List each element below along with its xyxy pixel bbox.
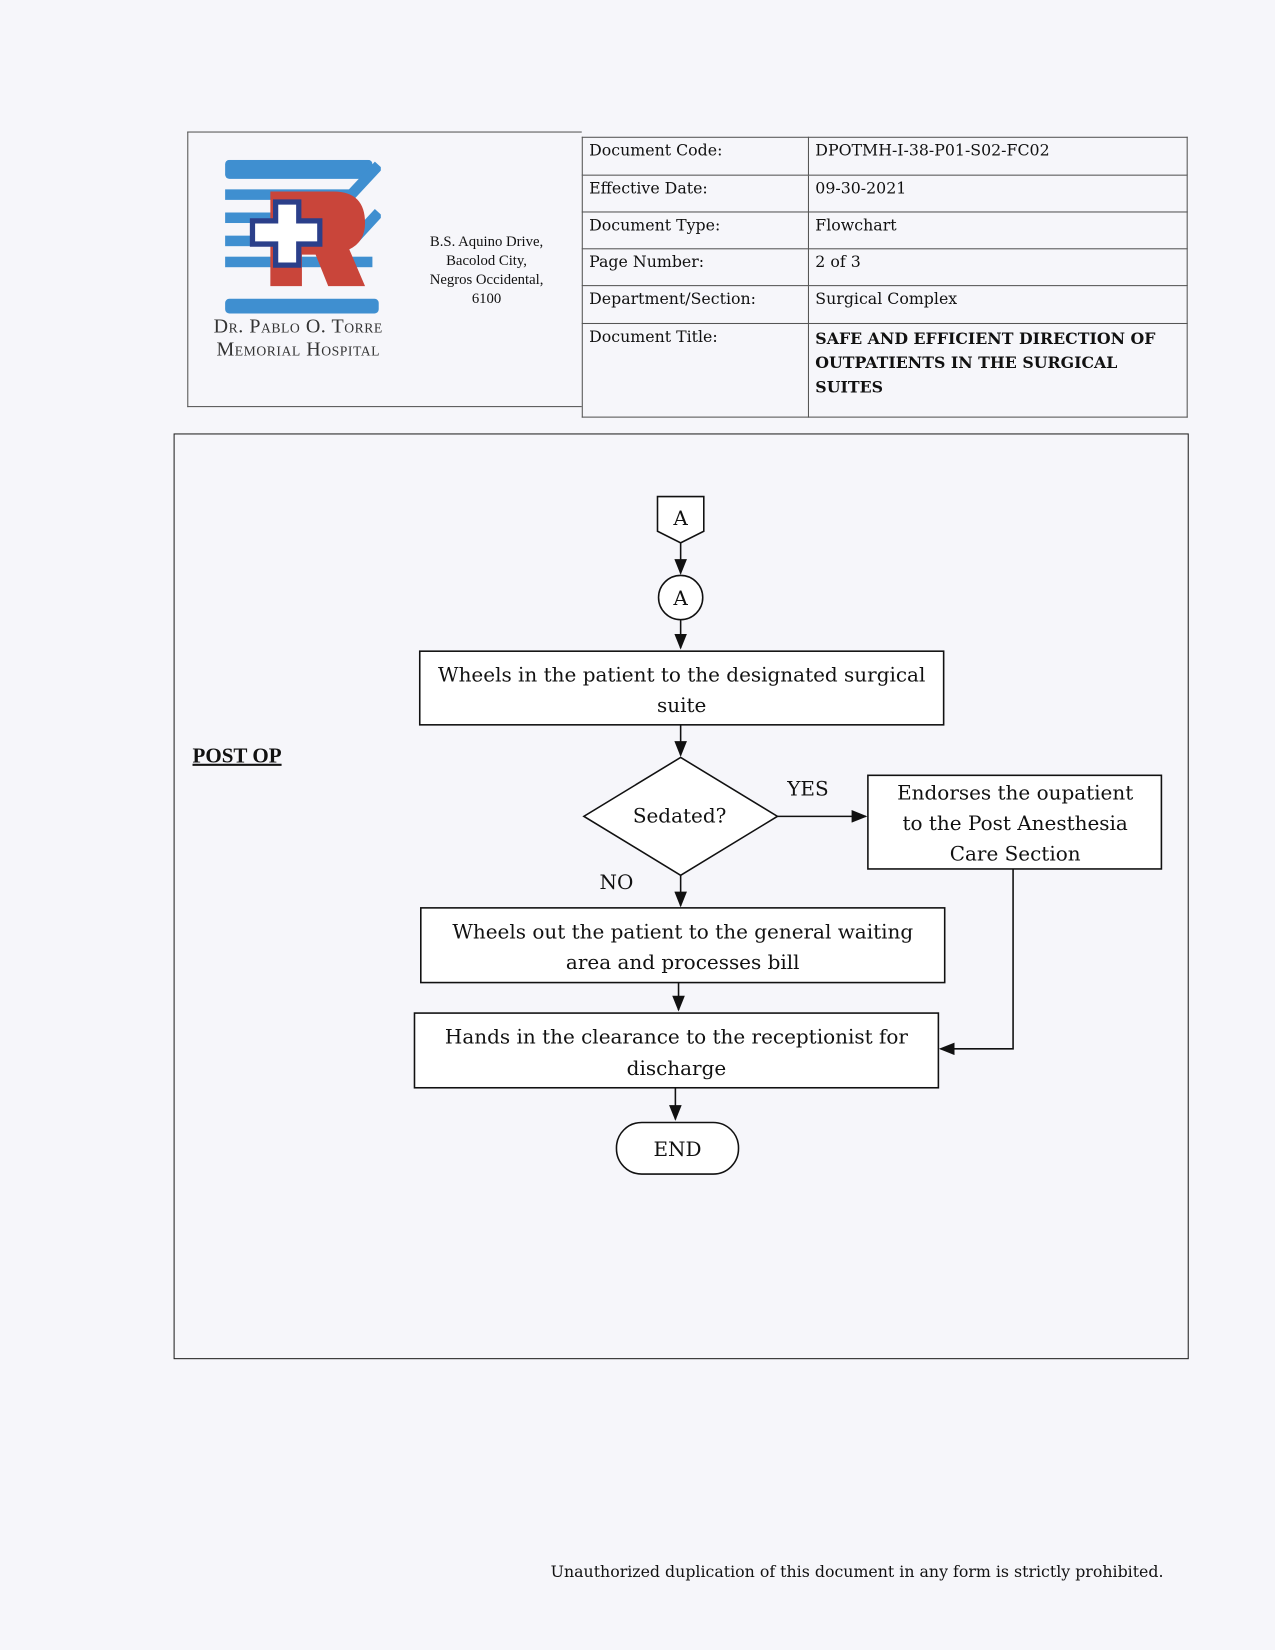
meta-row: Document Title:SAFE AND EFFICIENT DIRECT… [581,322,1188,418]
decision-text: Sedated? [633,804,727,828]
step-text: discharge [627,1056,727,1080]
meta-row: Department/Section:Surgical Complex [581,285,1188,325]
address-line: Negros Occidental, [429,272,544,289]
meta-row: Page Number:2 of 3 [581,248,1188,287]
meta-row: Document Code:DPOTMH-I-38-P01-S02-FC02 [581,136,1188,176]
process-box [420,907,946,984]
offpage-connector-shape [656,495,705,544]
meta-label: Document Type: [581,211,809,250]
hospital-logo [225,159,381,314]
yes-label: YES [786,776,828,800]
meta-value: 09-30-2021 [807,174,1188,213]
meta-row: Document Type:Flowchart [581,211,1188,250]
header-logo-box [187,131,582,408]
process-box [867,774,1163,870]
flowchart-frame [173,433,1189,1360]
step-text: Hands in the clearance to the receptioni… [445,1025,908,1049]
hospital-name: Dr. Pablo O. Torre Memorial Hospital [196,316,401,362]
end-label: END [653,1137,701,1161]
meta-label: Effective Date: [581,174,809,213]
hospital-address: B.S. Aquino Drive, Bacolod City, Negros … [416,234,558,310]
terminator-shape [615,1121,740,1175]
section-label: POST OP [192,744,282,768]
address-line: 6100 [471,291,502,308]
arrow-merge [938,868,1014,1056]
address-line: B.S. Aquino Drive, [429,234,544,251]
no-label: NO [600,870,634,894]
onpage-connector-label: A [672,586,688,610]
step-text: Wheels out the patient to the general wa… [452,919,913,943]
offpage-connector-label: A [672,506,688,530]
meta-row: Effective Date:09-30-2021 [581,174,1188,213]
hospital-name-line: Memorial Hospital [216,338,381,361]
step-text: to the Post Anesthesia [903,811,1128,835]
step-text: Endorses the oupatient [897,781,1133,805]
meta-value: Flowchart [807,211,1188,250]
meta-label: Department/Section: [581,285,809,325]
document-title: SAFE AND EFFICIENT DIRECTION OF OUTPATIE… [807,322,1188,418]
meta-label: Document Title: [581,322,809,418]
footer-notice: Unauthorized duplication of this documen… [550,1562,1164,1582]
process-box [413,1012,940,1089]
meta-value: Surgical Complex [807,285,1188,325]
step-text: area and processes bill [566,950,800,974]
step-text: Wheels in the patient to the designated … [438,663,925,687]
meta-label: Document Code: [581,136,809,176]
meta-label: Page Number: [581,248,809,287]
step-text: Care Section [950,842,1081,866]
meta-value: 2 of 3 [807,248,1188,287]
meta-value: DPOTMH-I-38-P01-S02-FC02 [807,136,1188,176]
document-meta-table: Document Code:DPOTMH-I-38-P01-S02-FC02 E… [581,136,1188,418]
process-box [418,650,945,726]
hospital-name-line: Dr. Pablo O. Torre [213,315,383,338]
step-text: suite [657,693,706,717]
address-line: Bacolod City, [446,253,527,270]
